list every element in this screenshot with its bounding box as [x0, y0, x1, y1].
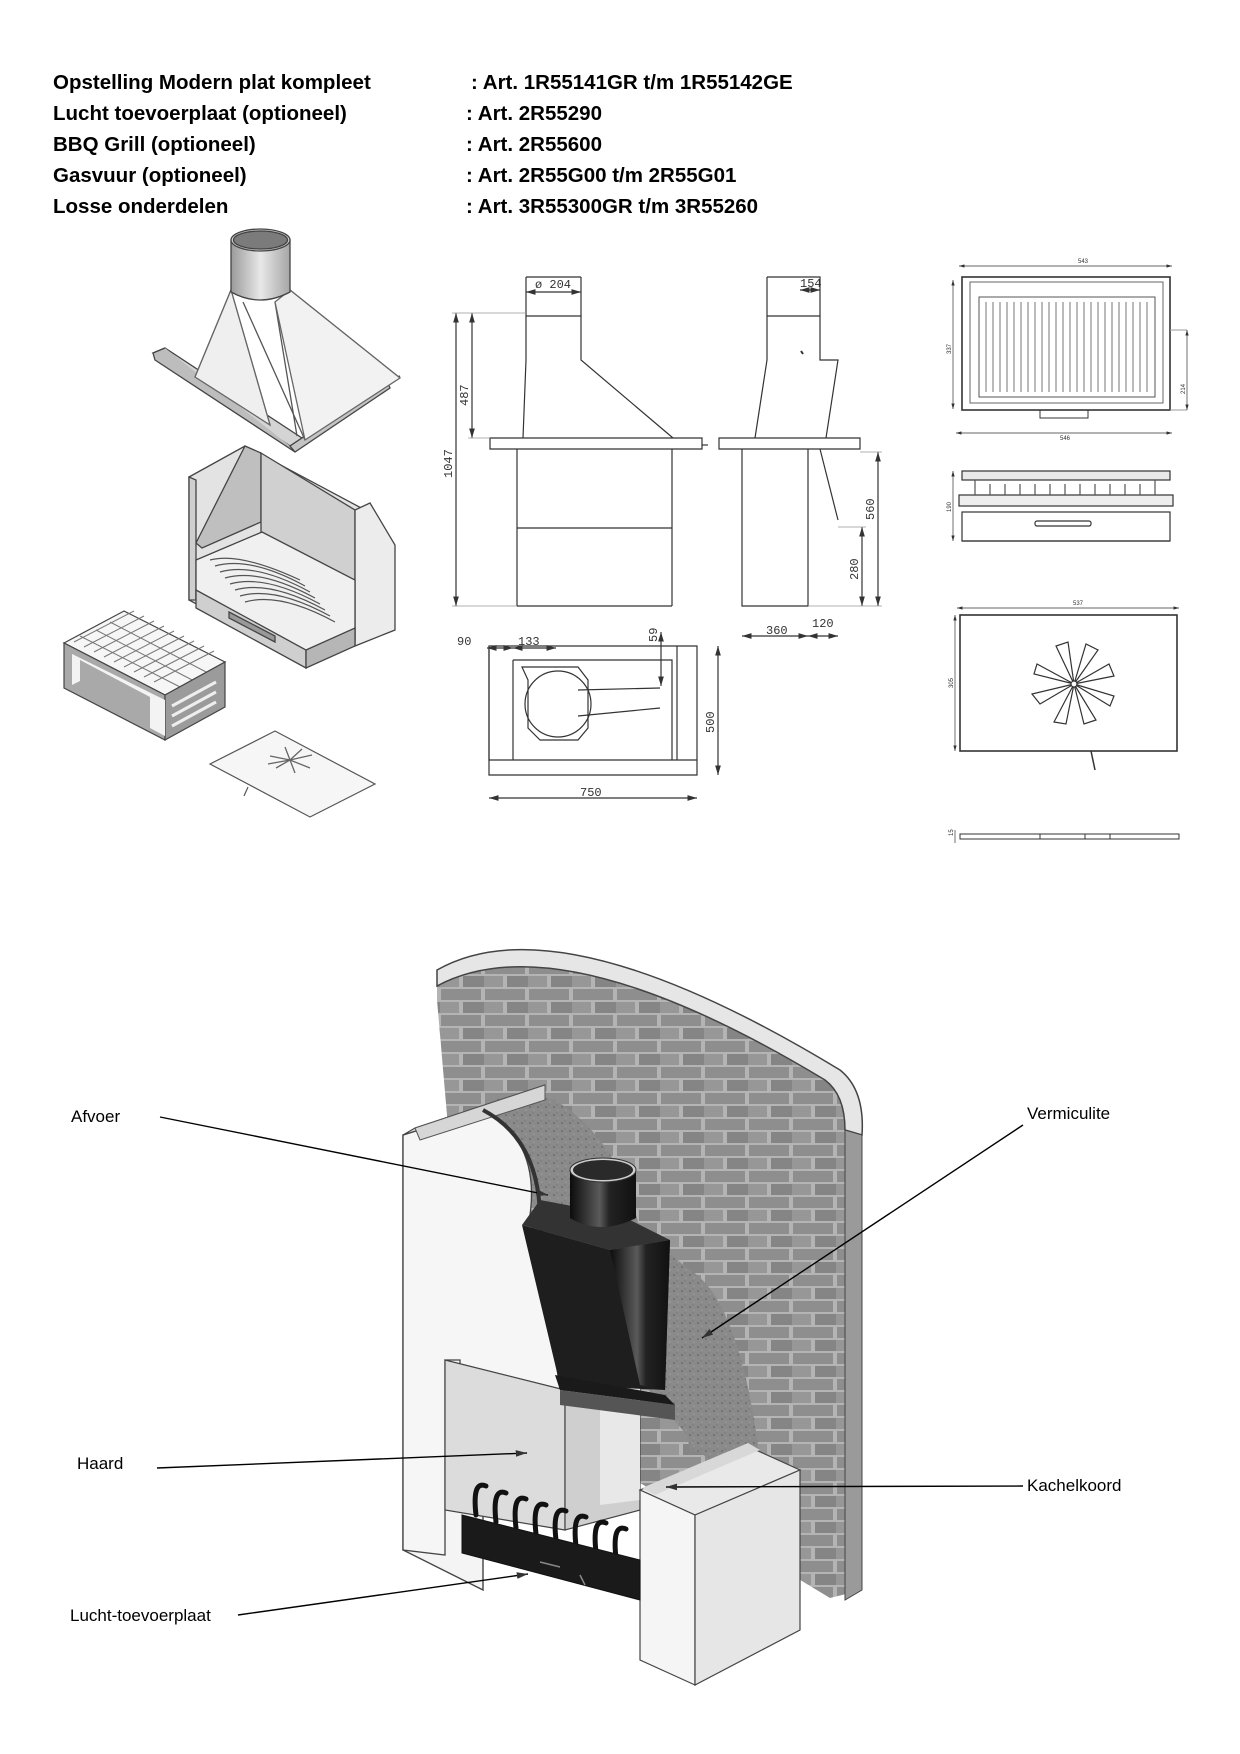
label-vermiculite: Vermiculite [1027, 1104, 1111, 1123]
callout-lines [156, 1116, 1024, 1616]
dim-grill-214: 214 [1181, 383, 1187, 394]
spec-name: Lucht toevoerplaat (optioneel) [53, 102, 347, 125]
label-lucht-toevoerplaat: Lucht-toevoerplaat [70, 1606, 211, 1625]
installation-illustration [402, 948, 864, 1686]
spec-art: : Art. 2R55G00 t/m 2R55G01 [466, 164, 737, 187]
dim-plan-90: 90 [457, 635, 471, 649]
spec-row: Losse onderdelen : Art. 3R55300GR t/m 3R… [53, 191, 953, 222]
spec-art: : Art. 2R55290 [466, 102, 602, 125]
dim-side-560: 560 [864, 498, 878, 520]
dim-grill-543: 543 [1078, 259, 1089, 265]
dim-side-top: 154 [800, 277, 822, 291]
dim-grill-337: 337 [947, 343, 953, 354]
dim-height-hood: 487 [458, 384, 472, 406]
side-elevation [718, 276, 882, 639]
dim-plate-537: 537 [1073, 601, 1084, 607]
spec-name: Losse onderdelen [53, 195, 229, 218]
plate-side-view [954, 830, 1180, 843]
spec-art: : Art. 1R55141GR t/m 1R55142GE [471, 71, 793, 94]
exploded-firebox [188, 445, 396, 670]
spec-table: Opstelling Modern plat kompleet : Art. 1… [53, 67, 953, 222]
exploded-bbq-grill [62, 610, 227, 742]
label-haard: Haard [77, 1454, 124, 1473]
spec-row: Gasvuur (optioneel) : Art. 2R55G00 t/m 2… [53, 160, 953, 191]
grill-top-view [951, 264, 1189, 435]
dim-plate-305: 305 [949, 677, 955, 688]
spec-name: BBQ Grill (optioneel) [53, 133, 256, 156]
dim-side-280: 280 [848, 558, 862, 580]
spec-row: Opstelling Modern plat kompleet : Art. 1… [53, 67, 953, 98]
label-afvoer: Afvoer [71, 1107, 121, 1126]
dim-plan-750: 750 [580, 786, 602, 800]
spec-art: : Art. 3R55300GR t/m 3R55260 [466, 195, 759, 218]
exploded-hood [151, 228, 402, 453]
dim-plate-15: 15 [949, 829, 955, 836]
plan-view [487, 632, 721, 801]
dim-side-120: 120 [812, 617, 834, 631]
plate-top-view [953, 606, 1179, 771]
dim-grill-190: 190 [947, 501, 953, 512]
label-kachelkoord: Kachelkoord [1027, 1476, 1122, 1495]
dim-plan-500: 500 [704, 711, 718, 733]
dim-plan-133: 133 [518, 635, 540, 649]
dim-plan-59: 59 [647, 628, 661, 642]
spec-art: : Art. 2R55600 [466, 133, 602, 156]
spec-row: BBQ Grill (optioneel) : Art. 2R55600 [53, 129, 953, 160]
dim-diameter: ø 204 [535, 278, 571, 292]
dim-side-360: 360 [766, 624, 788, 638]
dim-height-total: 1047 [442, 449, 456, 478]
spec-name: Opstelling Modern plat kompleet [53, 71, 371, 94]
grill-side-view [951, 470, 1174, 542]
exploded-air-plate [208, 730, 377, 818]
spec-name: Gasvuur (optioneel) [53, 164, 247, 187]
front-elevation [452, 276, 708, 607]
dim-grill-546: 546 [1060, 436, 1071, 442]
spec-row: Lucht toevoerplaat (optioneel) : Art. 2R… [53, 98, 953, 129]
